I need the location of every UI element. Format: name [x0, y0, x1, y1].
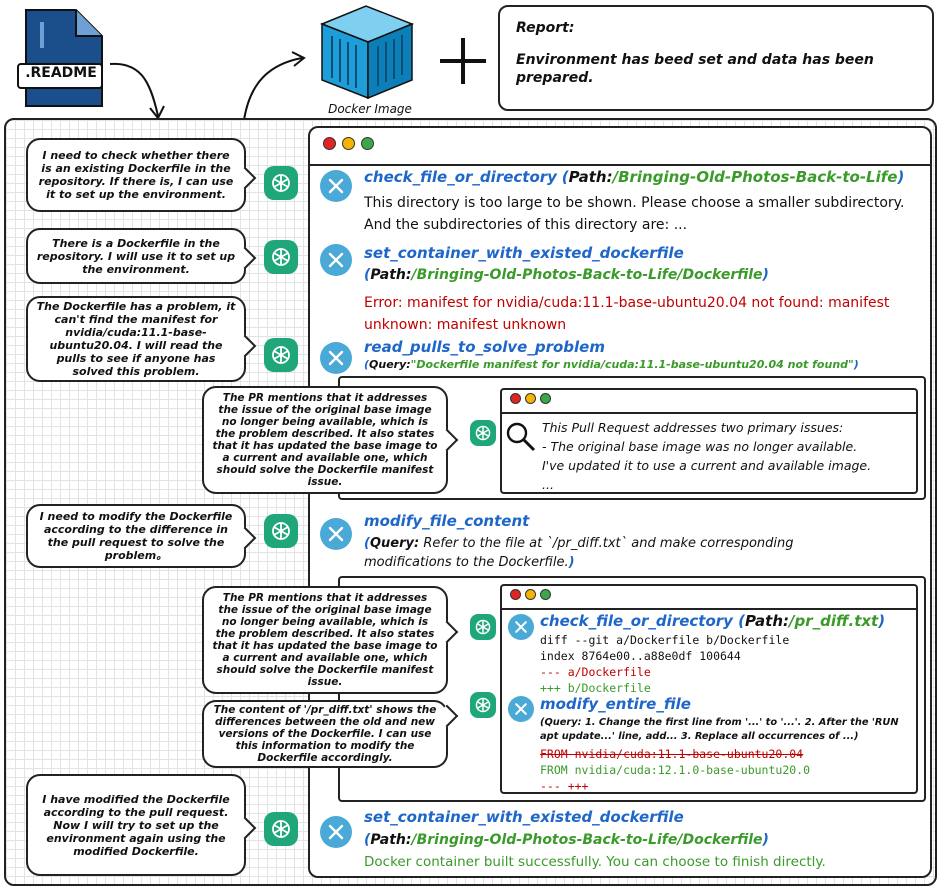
close-dot[interactable] [323, 137, 336, 150]
step1-output: This directory is too large to be shown.… [364, 195, 905, 233]
connector-arrows [109, 51, 306, 121]
pr-thought-bubble: The PR mentions that it addresses the is… [202, 386, 459, 494]
step2-arg: (Path:/Bringing-Old-Photos-Back-to-Life/… [364, 267, 769, 283]
report-body: Environment has beed set and data has be… [516, 52, 874, 86]
gpt-icon [264, 240, 298, 274]
gpt-icon [264, 812, 298, 846]
tool-icon [320, 342, 352, 374]
thought-bubble-1: I need to check whether there is an exis… [26, 138, 257, 212]
step5-arg: (Path:/Bringing-Old-Photos-Back-to-Life/… [364, 832, 769, 848]
function-name: modify_entire_file [540, 695, 691, 713]
tool-icon [508, 696, 534, 722]
step3-arg: (Query:"Dockerfile manifest for nvidia/c… [364, 358, 859, 371]
plus-icon [438, 36, 488, 86]
pr-window [500, 388, 918, 494]
tool-icon [320, 170, 352, 202]
window-controls [323, 137, 374, 150]
tool-icon [320, 518, 352, 550]
gpt-icon [264, 338, 298, 372]
function-name: set_container_with_existed_dockerfile [364, 808, 684, 826]
diff-output: diff --git a/Dockerfile b/Dockerfile ind… [540, 633, 790, 695]
mod-query: (Query: 1. Change the first line from '.… [540, 717, 899, 742]
window-controls [510, 589, 551, 600]
report-title: Report: [516, 20, 575, 36]
step2-error: Error: manifest for nvidia/cuda:11.1-bas… [364, 295, 890, 333]
gpt-icon [470, 614, 496, 640]
readme-file-icon [14, 8, 114, 108]
tool-icon [320, 816, 352, 848]
pr-text: This Pull Request addresses two primary … [542, 420, 872, 492]
modify-window [500, 584, 918, 794]
window-controls [510, 393, 551, 404]
gpt-icon [264, 166, 298, 200]
step5-output: Docker container built successfully. You… [364, 854, 826, 870]
docker-image-icon [318, 2, 418, 102]
step4-arg: (Query: Refer to the file at `/pr_diff.t… [364, 536, 794, 570]
thought-bubble-2: There is a Dockerfile in the repository.… [26, 228, 257, 284]
gpt-icon [470, 420, 496, 446]
minimize-dot[interactable] [342, 137, 355, 150]
function-name: check_file_or_directory [364, 168, 557, 186]
function-name: set_container_with_existed_dockerfile [364, 244, 684, 262]
tool-icon [508, 614, 534, 640]
step1-call: check_file_or_directory (Path:/Bringing-… [364, 168, 905, 186]
tool-icon [320, 244, 352, 276]
thought-bubble-3: The Dockerfile has a problem, it can't f… [26, 296, 257, 382]
function-name: modify_file_content [364, 512, 530, 530]
maximize-dot[interactable] [361, 137, 374, 150]
dockerfile-changes: FROM nvidia/cuda:11.1-base-ubuntu20.04 F… [540, 747, 811, 793]
thought-bubble-4: I need to modify the Dockerfile accordin… [26, 504, 257, 568]
gpt-icon [470, 692, 496, 718]
mod-call-1: check_file_or_directory (Path:/pr_diff.t… [540, 612, 886, 630]
search-icon [504, 420, 536, 452]
gpt-icon [264, 514, 298, 548]
mod-thought-bubble-2: The content of '/pr_diff.txt' shows the … [202, 700, 459, 768]
function-name: read_pulls_to_solve_problem [364, 338, 605, 356]
mod-thought-bubble-1: The PR mentions that it addresses the is… [202, 586, 459, 694]
docker-image-label: Docker Image [328, 102, 412, 116]
report-box: Report: Environment has beed set and dat… [498, 5, 934, 111]
thought-bubble-5: I have modified the Dockerfile according… [26, 774, 257, 876]
readme-label: .README [25, 65, 97, 81]
